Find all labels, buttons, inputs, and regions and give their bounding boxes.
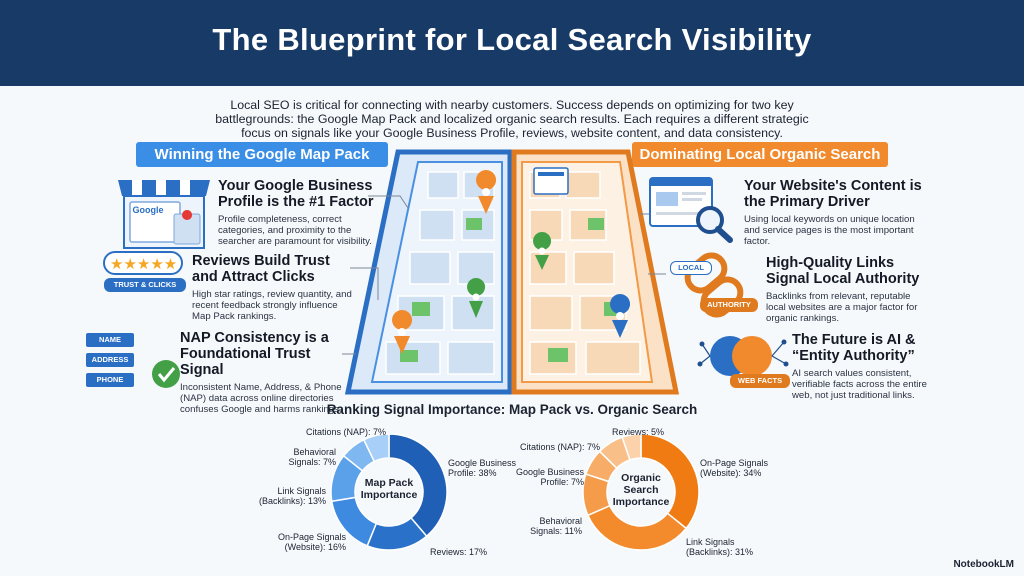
map-pack-slice-5: [342, 438, 376, 472]
phone-tag: PHONE: [86, 373, 134, 387]
header-bar: The Blueprint for Local Search Visibilit…: [0, 0, 1024, 86]
reviews-title: Reviews Build Trust and Attract Clicks: [192, 253, 330, 285]
reviews-block: Reviews Build Trust and Attract Clicks H…: [192, 253, 358, 322]
svg-text:★★★★★: ★★★★★: [110, 255, 177, 273]
organic-slice-6: [621, 433, 642, 461]
local-tag: LOCAL: [670, 261, 712, 275]
organic-slice-2: [586, 504, 688, 551]
links-text: Backlinks from relevant, reputable local…: [766, 291, 918, 324]
website-content-text: Using local keywords on unique location …: [744, 214, 915, 247]
nap-title: NAP Consistency is a Foundational Trust …: [180, 330, 329, 378]
web-facts-tag: WEB FACTS: [730, 374, 790, 388]
intro-text: Local SEO is critical for connecting wit…: [215, 98, 809, 140]
os-label-behavioral: Behavioral Signals: 11%: [530, 516, 582, 536]
storefront-icon: [118, 180, 210, 249]
gbp-factor-title: Your Google Business Profile is the #1 F…: [218, 178, 374, 210]
organic-slice-3: [582, 473, 611, 517]
google-label: Google: [132, 205, 164, 215]
os-label-reviews: Reviews: 5%: [612, 427, 665, 437]
os-label-citations: Citations (NAP): 7%: [520, 442, 601, 452]
mp-label-reviews: Reviews: 17%: [430, 547, 488, 557]
review-stars-icon: ★★★★★: [103, 251, 183, 275]
links-title: High-Quality Links Signal Local Authorit…: [766, 255, 920, 287]
ai-entity-title: The Future is AI & “Entity Authority”: [792, 332, 916, 364]
website-content-block: Your Website's Content is the Primary Dr…: [744, 178, 924, 247]
reviews-text: High star ratings, review quantity, and …: [192, 289, 352, 322]
map-pack-slice-2: [366, 516, 428, 551]
mp-label-behavioral: Behavioral Signals: 7%: [288, 447, 336, 467]
gbp-factor-block: Your Google Business Profile is the #1 F…: [218, 178, 378, 247]
nap-block: NAP Consistency is a Foundational Trust …: [180, 330, 348, 415]
map-pack-slice-6: [362, 433, 390, 463]
brand-watermark: NotebookLM: [953, 559, 1014, 570]
nap-list-icon: [152, 360, 180, 388]
address-tag: ADDRESS: [86, 353, 134, 367]
name-tag: NAME: [86, 333, 134, 347]
map-pack-heading: Winning the Google Map Pack: [136, 142, 388, 167]
nap-text: Inconsistent Name, Address, & Phone (NAP…: [180, 382, 342, 415]
links-block: High-Quality Links Signal Local Authorit…: [766, 255, 932, 324]
website-content-title: Your Website's Content is the Primary Dr…: [744, 178, 922, 210]
os-label-gbp: Google Business Profile: 7%: [515, 467, 584, 487]
mp-label-citations: Citations (NAP): 7%: [306, 427, 387, 437]
brain-network-icon: [697, 336, 789, 376]
chart-title: Ranking Signal Importance: Map Pack vs. …: [326, 402, 698, 417]
gbp-factor-text: Profile completeness, correct categories…: [218, 214, 372, 247]
mp-label-onpage: On-Page Signals (Website): 16%: [277, 532, 346, 552]
trust-clicks-badge: TRUST & CLICKS: [104, 278, 186, 292]
authority-tag: AUTHORITY: [700, 298, 758, 312]
ai-entity-text: AI search values consistent, verifiable …: [792, 368, 927, 401]
mp-label-gbp: Google Business Profile: 38%: [448, 458, 517, 478]
os-label-onpage: On-Page Signals (Website): 34%: [700, 458, 769, 478]
organic-center-label: Organic Search Importance: [612, 472, 670, 508]
page-title: The Blueprint for Local Search Visibilit…: [212, 22, 812, 57]
os-label-links: Link Signals (Backlinks): 31%: [686, 537, 754, 557]
website-magnifier-icon: [649, 177, 733, 243]
organic-search-heading: Dominating Local Organic Search: [632, 142, 888, 167]
ai-entity-block: The Future is AI & “Entity Authority” AI…: [792, 332, 942, 401]
mp-label-links: Link Signals (Backlinks): 13%: [258, 486, 326, 506]
map-pack-center-label: Map Pack Importance: [360, 477, 418, 501]
